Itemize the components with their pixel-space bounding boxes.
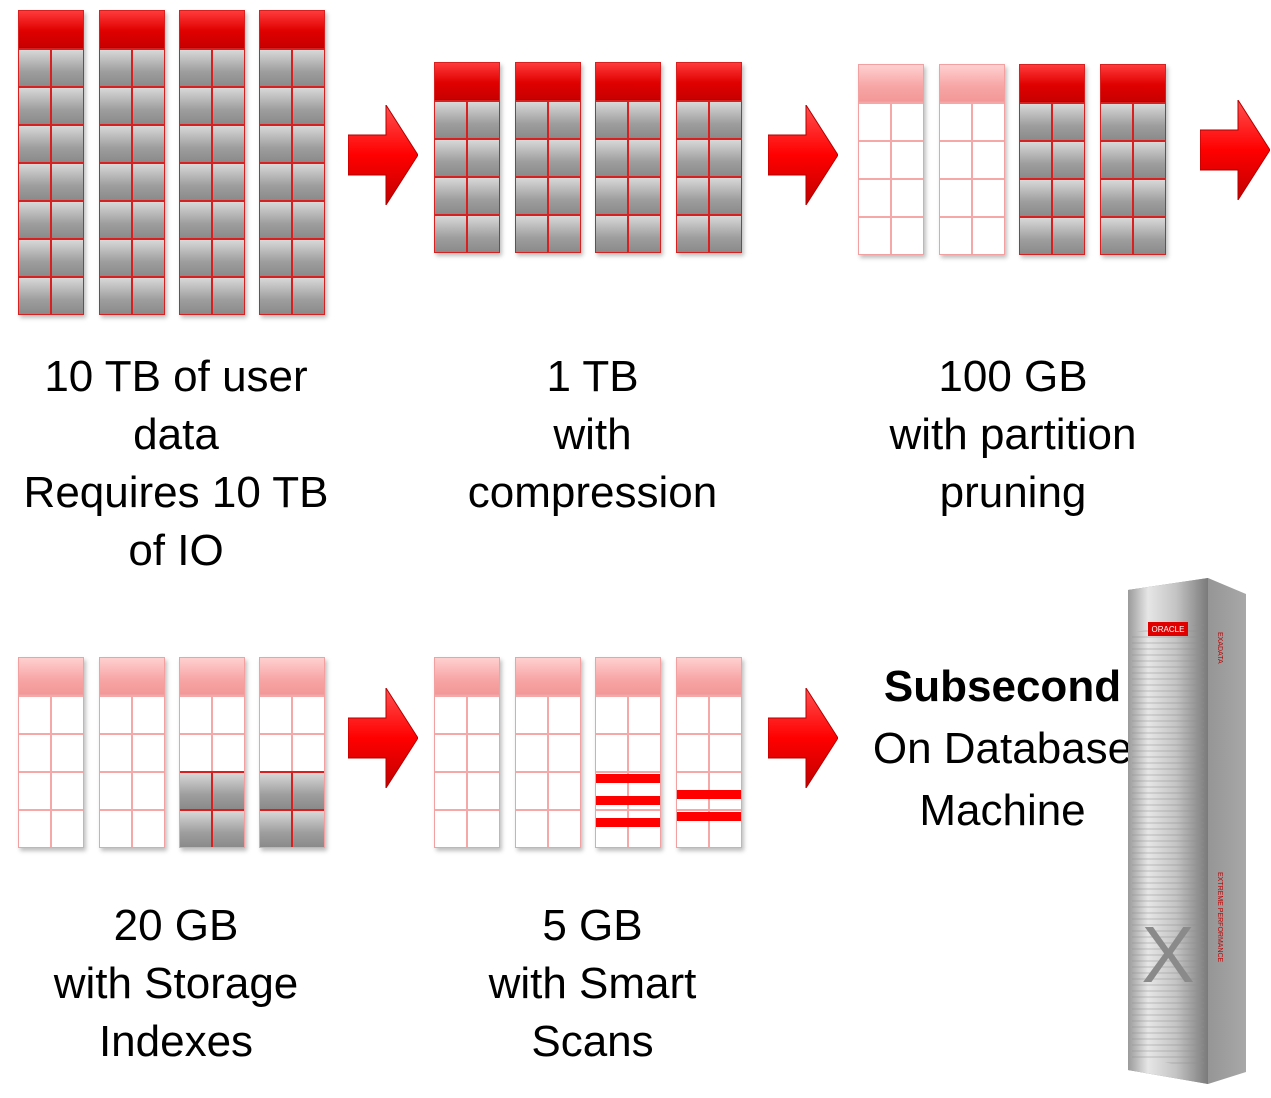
table-icon	[99, 657, 165, 848]
table-icon	[676, 62, 742, 253]
arrow-right-icon	[1200, 100, 1270, 200]
result-line2: Machine	[919, 786, 1086, 835]
table-icon	[99, 10, 165, 315]
table-icon	[939, 64, 1005, 255]
table-icon	[18, 657, 84, 848]
table-icon	[259, 10, 325, 315]
table-icon	[179, 657, 245, 848]
table-icon	[595, 62, 661, 253]
table-icon	[434, 657, 500, 848]
arrow-right-icon	[348, 688, 418, 788]
smart-scan-row	[677, 790, 741, 799]
arrow-right-icon	[768, 688, 838, 788]
arrow-right-icon	[768, 105, 838, 205]
table-icon	[179, 10, 245, 315]
table-icon	[595, 657, 661, 848]
arrow-right-icon	[348, 105, 418, 205]
smart-scan-row	[596, 818, 660, 827]
table-icon	[18, 10, 84, 315]
table-icon	[259, 657, 325, 848]
result-title: Subsecond	[883, 662, 1122, 711]
table-icon	[434, 62, 500, 253]
svg-text:EXTREME PERFORMANCE: EXTREME PERFORMANCE	[1216, 872, 1223, 963]
svg-text:X: X	[1141, 910, 1194, 999]
table-icon	[1019, 64, 1085, 255]
svg-text:EXADATA: EXADATA	[1216, 632, 1223, 664]
svg-text:ORACLE: ORACLE	[1152, 625, 1185, 634]
result-line1: On Database	[872, 724, 1133, 773]
result-text: Subsecond On Database Machine	[835, 656, 1170, 842]
table-icon	[676, 657, 742, 848]
table-icon	[515, 657, 581, 848]
table-icon	[515, 62, 581, 253]
database-machine-rack-image: ORACLE EXADATA EXTREME PERFORMANCE X	[1128, 578, 1246, 1084]
smart-scan-row	[677, 812, 741, 821]
table-icon	[858, 64, 924, 255]
table-icon	[1100, 64, 1166, 255]
smart-scan-row	[596, 774, 660, 783]
smart-scan-row	[596, 796, 660, 805]
